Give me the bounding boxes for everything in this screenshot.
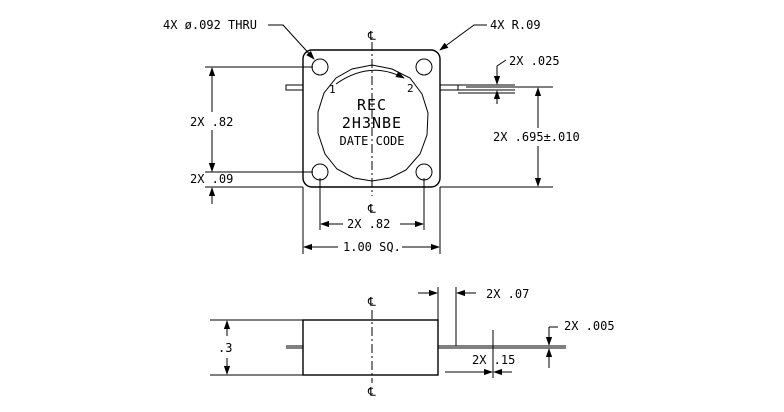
- marking-line-2: 2H3NBE: [342, 114, 402, 132]
- mounting-hole-br: [415, 163, 433, 181]
- dim-lead-thickness: 2X .005: [564, 319, 615, 333]
- dim-lead-length: 2X .15: [472, 353, 515, 367]
- dim-tab-length: 2X .07: [486, 287, 529, 301]
- dim-height: .3: [218, 341, 232, 355]
- radius-note-leader: [439, 24, 487, 51]
- side-centerline-symbol-upper: ℄: [367, 295, 376, 309]
- circulation-arrow: [335, 69, 405, 85]
- port-1-label: 1: [329, 83, 336, 96]
- side-body-outline: [302, 319, 439, 376]
- top-view: ℄ ℄ 1 2 REC 2H3NBE DATE CODE 4X ø.092 TH…: [163, 18, 580, 254]
- port-2-label: 2: [407, 82, 414, 95]
- dim-body-size: 1.00 SQ.: [343, 240, 401, 254]
- radius-note: 4X R.09: [490, 18, 541, 32]
- right-tab: [439, 84, 459, 91]
- top-centerline-symbol-upper: ℄: [367, 29, 376, 43]
- hole-note: 4X ø.092 THRU: [163, 18, 257, 32]
- left-tab: [285, 84, 304, 91]
- side-view: ℄ ℄ .3 2X .07 2X .005 2X .15: [210, 287, 615, 399]
- side-centerline-symbol-lower: ℄: [367, 385, 376, 399]
- marking-line-1: REC: [357, 96, 387, 114]
- mounting-hole-bl: [311, 163, 329, 181]
- top-centerline-symbol-lower: ℄: [367, 202, 376, 216]
- dim-hole-spacing-horizontal: 2X .82: [347, 217, 390, 231]
- marking-line-3: DATE CODE: [339, 134, 404, 148]
- dim-tab-position: 2X .695±.010: [493, 130, 580, 144]
- dim-hole-offset: 2X .09: [190, 172, 233, 186]
- mounting-hole-tl: [311, 58, 329, 76]
- hole-note-leader: [268, 24, 315, 60]
- mounting-hole-tr: [415, 58, 433, 76]
- dim-tab-thickness: 2X .025: [509, 54, 560, 68]
- dim-hole-spacing-vertical: 2X .82: [190, 115, 233, 129]
